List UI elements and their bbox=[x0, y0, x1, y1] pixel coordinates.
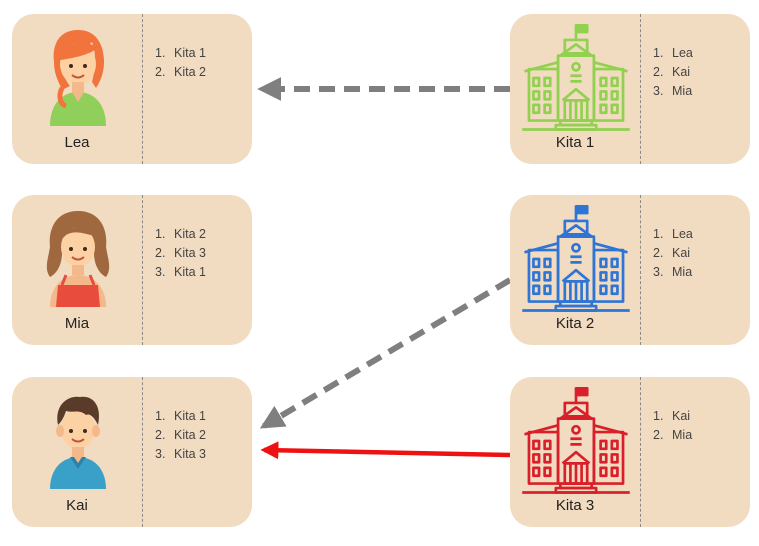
preference-item: 1.Lea bbox=[653, 46, 693, 60]
preference-item: 3.Kita 3 bbox=[155, 447, 206, 461]
preference-item: 3.Mia bbox=[653, 265, 693, 279]
preference-list: 1.Lea 2.Kai 3.Mia bbox=[653, 44, 693, 101]
preference-item: 2.Mia bbox=[653, 428, 693, 442]
card-divider bbox=[142, 195, 143, 345]
card-divider bbox=[640, 195, 641, 345]
preference-item: 1.Lea bbox=[653, 227, 693, 241]
child-name: Kai bbox=[66, 497, 88, 514]
preference-list: 1.Kita 1 2.Kita 2 bbox=[155, 44, 206, 82]
child-name: Mia bbox=[64, 315, 90, 332]
preference-item: 1.Kita 1 bbox=[155, 409, 206, 423]
card-divider bbox=[640, 377, 641, 527]
girl-avatar-icon bbox=[46, 211, 110, 307]
preference-item: 2.Kita 2 bbox=[155, 65, 206, 79]
preference-item: 3.Kita 1 bbox=[155, 265, 206, 279]
kita-card-2: Kita 2 1.Lea 2.Kai 3.Mia bbox=[510, 195, 750, 345]
child-name: Lea bbox=[64, 134, 90, 151]
preference-list: 1.Lea 2.Kai 3.Mia bbox=[653, 225, 693, 282]
kita-name: Kita 2 bbox=[555, 315, 595, 332]
preference-list: 1.Kita 1 2.Kita 2 3.Kita 3 bbox=[155, 407, 206, 464]
card-divider bbox=[142, 377, 143, 527]
preference-item: 2.Kai bbox=[653, 246, 691, 260]
preference-item: 1.Kita 2 bbox=[155, 227, 206, 241]
school-building-icon bbox=[520, 385, 632, 497]
preference-item: 1.Kai bbox=[653, 409, 691, 423]
preference-list: 1.Kai 2.Mia bbox=[653, 407, 692, 445]
preference-item: 3.Mia bbox=[653, 84, 693, 98]
preference-item: 1.Kita 1 bbox=[155, 46, 206, 60]
card-divider bbox=[640, 14, 641, 164]
preference-item: 2.Kai bbox=[653, 65, 691, 79]
school-building-icon bbox=[520, 22, 632, 134]
kita-name: Kita 3 bbox=[555, 497, 595, 514]
card-divider bbox=[142, 14, 143, 164]
preference-item: 2.Kita 2 bbox=[155, 428, 206, 442]
child-card-lea: Lea 1.Kita 1 2.Kita 2 bbox=[12, 14, 252, 164]
boy-avatar-icon bbox=[50, 396, 106, 489]
arrow-kita3-to-kai bbox=[260, 441, 511, 460]
child-card-kai: Kai 1.Kita 1 2.Kita 2 3.Kita 3 bbox=[12, 377, 252, 527]
kita-card-1: Kita 1 1.Lea 2.Kai 3.Mia bbox=[510, 14, 750, 164]
preference-item: 2.Kita 3 bbox=[155, 246, 206, 260]
kita-name: Kita 1 bbox=[555, 134, 595, 151]
school-building-icon bbox=[520, 203, 632, 315]
girl-avatar-icon bbox=[50, 30, 106, 126]
kita-card-3: Kita 3 1.Kai 2.Mia bbox=[510, 377, 750, 527]
child-card-mia: Mia 1.Kita 2 2.Kita 3 3.Kita 1 bbox=[12, 195, 252, 345]
arrow-kita2-to-kai bbox=[259, 277, 512, 429]
preference-list: 1.Kita 2 2.Kita 3 3.Kita 1 bbox=[155, 225, 206, 282]
